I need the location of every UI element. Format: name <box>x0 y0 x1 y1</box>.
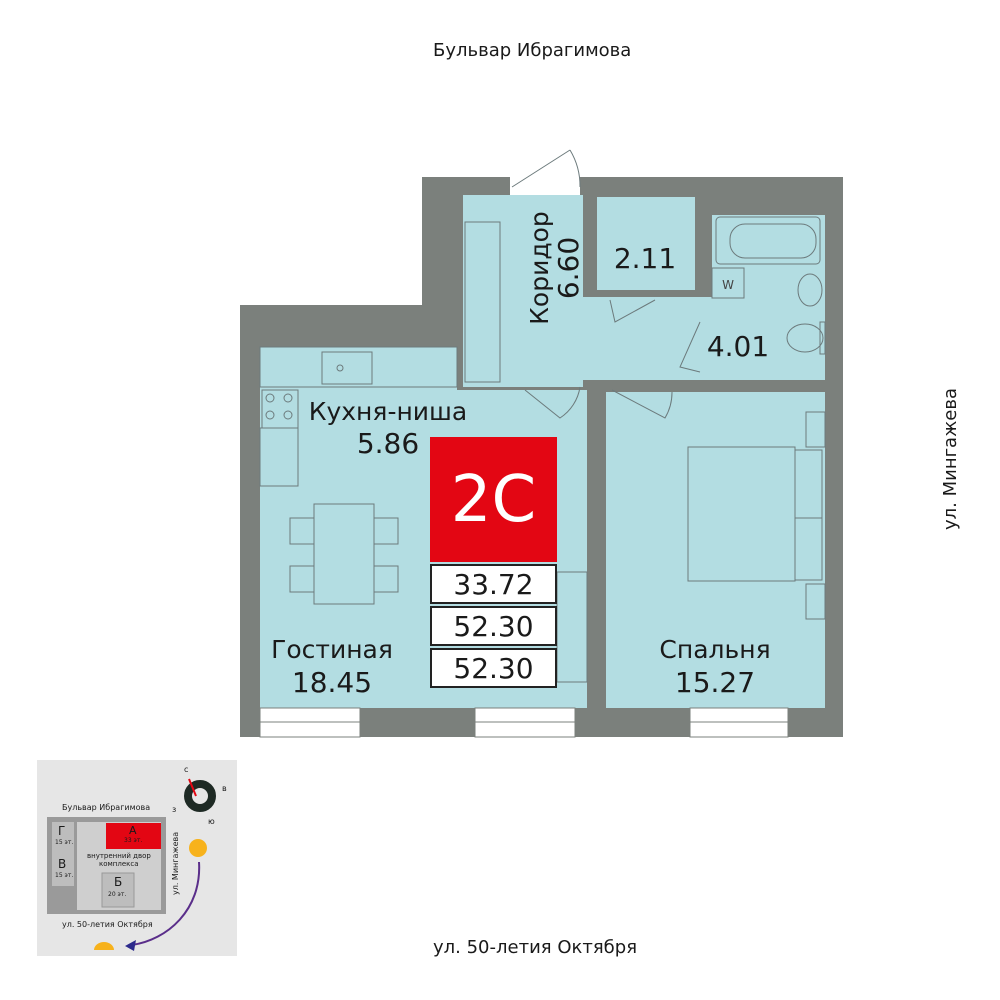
total-area-with-balcony: 52.30 <box>430 648 557 688</box>
sun-path-arrow <box>131 861 201 946</box>
building-g-letter: Г <box>58 824 66 838</box>
mini-compass-e: в <box>222 784 227 793</box>
corridor-name: Коридор <box>525 211 554 325</box>
corridor-area <box>463 195 700 387</box>
bathroom-area-label: 4.01 <box>707 330 769 363</box>
sink-bath-icon <box>797 273 823 307</box>
mini-street-south: ул. 50-летия Октября <box>62 920 153 929</box>
building-a-floors: 33 эт. <box>124 837 143 844</box>
mini-compass-n: с <box>184 765 189 774</box>
closet-area <box>597 197 695 290</box>
building-a-letter: А <box>129 824 137 837</box>
living-area-total: 33.72 <box>430 564 557 604</box>
site-minimap: Бульвар Ибрагимова ул. 50-летия Октября … <box>37 760 237 956</box>
building-a <box>106 823 161 849</box>
sun-icon <box>189 839 207 857</box>
building-v-letter: В <box>58 857 67 871</box>
compass-icon <box>184 780 216 812</box>
corridor-area-label: 6.60 <box>552 237 585 299</box>
tv-unit <box>556 571 588 683</box>
mini-courtyard-2: комплекса <box>99 860 139 868</box>
furniture <box>259 149 826 683</box>
toilet-icon <box>786 323 824 353</box>
bathroom-entry <box>680 297 712 380</box>
door-corridor <box>524 386 581 419</box>
mini-street-east: ул. Мингажева <box>171 831 180 895</box>
bedroom-area-label: 15.27 <box>675 666 755 699</box>
washer-icon <box>711 267 745 299</box>
sunset-icon <box>94 942 114 950</box>
kitchen-counter <box>259 346 458 388</box>
building-b-letter: Б <box>114 875 123 889</box>
mini-compass-s: ю <box>208 817 215 826</box>
door-bathroom <box>679 321 701 373</box>
closet-area-label: 2.11 <box>614 242 676 275</box>
living-name: Гостиная <box>271 635 393 664</box>
sink-icon <box>321 351 373 385</box>
building-g-floors: 15 эт. <box>55 839 74 846</box>
room-labels: Коридор 6.60 2.11 4.01 Кухня-ниша 5.86 Г… <box>271 211 771 699</box>
kitchen-name: Кухня-ниша <box>309 397 468 426</box>
kitchen-area-label: 5.86 <box>357 427 419 460</box>
building-b-floors: 20 эт. <box>108 891 127 898</box>
bathtub-icon <box>715 216 821 265</box>
windows <box>259 707 789 738</box>
kitchen-area <box>260 347 457 390</box>
street-south-label: ул. 50-летия Октября <box>433 937 638 958</box>
door-entrance <box>511 149 581 188</box>
minimap-graphic <box>47 778 216 951</box>
dining-table <box>313 503 375 605</box>
bedroom-name: Спальня <box>659 635 770 664</box>
bedroom-area <box>606 392 825 708</box>
total-area: 52.30 <box>430 606 557 646</box>
living-area-label: 18.45 <box>292 666 372 699</box>
apartment-type-badge: 2С <box>430 437 557 562</box>
mini-compass-w: з <box>172 805 177 814</box>
building-v-floors: 15 эт. <box>55 872 74 879</box>
wardrobe <box>464 221 501 383</box>
door-bedroom <box>611 389 673 419</box>
door-closet <box>609 299 656 323</box>
street-north-label: Бульвар Ибрагимова <box>433 40 632 61</box>
washer-marker: W <box>722 278 734 292</box>
mini-street-north: Бульвар Ибрагимова <box>62 803 151 812</box>
mini-courtyard-1: внутренний двор <box>87 852 151 860</box>
